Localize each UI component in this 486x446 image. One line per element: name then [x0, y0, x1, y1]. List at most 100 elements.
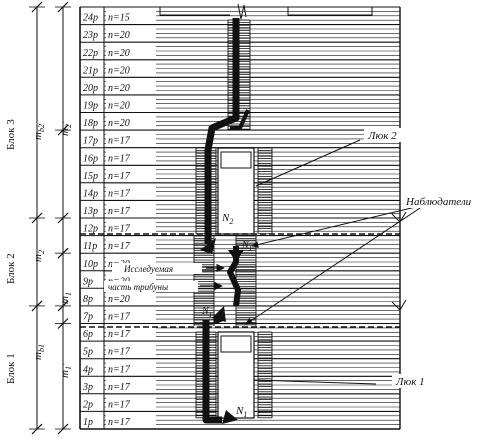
- row-label: 3р: [82, 382, 93, 393]
- top-notch-right: [287, 7, 373, 16]
- row-count-bg: [106, 184, 156, 199]
- dimension-lines: [29, 1, 71, 435]
- studied-label-bg-2: [104, 281, 198, 292]
- row-count-label: n=17: [108, 206, 131, 217]
- row-label: 18р: [83, 118, 98, 129]
- hatch-1: N1: [217, 331, 255, 419]
- row-count-bg: [106, 96, 156, 111]
- node-n1-mid: N1: [241, 240, 252, 253]
- arrowhead-upper: [200, 238, 216, 254]
- row-count-bg: [106, 360, 156, 375]
- row-count-label: n=17: [108, 329, 131, 340]
- row-label: 8р: [83, 294, 93, 305]
- annotation-hatch-1: Люк 1: [253, 374, 440, 388]
- flow-lower-left: [202, 320, 222, 424]
- row-count-bg: [106, 237, 156, 252]
- row-count-bg: [106, 395, 156, 410]
- hatch-2-lid: [220, 151, 252, 169]
- row-count-label: n=17: [108, 399, 131, 410]
- row-count-bg: [106, 79, 156, 93]
- row-count-bg: [106, 343, 156, 357]
- leader-observers-2: [245, 207, 421, 325]
- row-label: 19р: [83, 101, 98, 112]
- arrowhead-middle: [228, 250, 244, 262]
- label-observers: Наблюдатели: [405, 196, 472, 208]
- dimension-labels: mb2 m2 mb1 m2' m1 m1': [32, 122, 73, 378]
- row-label: 16р: [83, 153, 98, 164]
- row-count-bg: [106, 290, 156, 304]
- dim-label-mb1: mb1: [32, 344, 46, 360]
- studied-part: Исследуемая часть трибуны: [80, 233, 400, 328]
- row-label: 24р: [83, 13, 98, 24]
- row-label: 20р: [83, 83, 98, 94]
- row-count-label: n=17: [108, 136, 131, 147]
- row-count-bg: [106, 149, 156, 164]
- row-label: 22р: [83, 48, 98, 59]
- row-label: 5р: [83, 347, 93, 358]
- row-count-label: n=17: [108, 382, 131, 393]
- row-count-label: n=17: [108, 364, 131, 375]
- flow-upper-main: [204, 18, 240, 244]
- block-label-3: Блок 3: [5, 119, 17, 150]
- row-count-label: n=20: [108, 83, 130, 94]
- annotation-hatch-2: Люк 2: [255, 128, 412, 187]
- flow-arrowheads: [200, 238, 244, 424]
- node-n2: N2: [221, 212, 233, 226]
- dim-label-m1: m1: [59, 292, 73, 304]
- flow-paths: [202, 18, 250, 424]
- row-count-bg: [106, 132, 156, 146]
- break-mark-top: [237, 3, 247, 20]
- hatch-2: N2: [217, 147, 255, 235]
- row-count-bg: [106, 413, 156, 427]
- leader-observers-1: [251, 205, 421, 248]
- hatch-1-lid: [220, 335, 252, 353]
- leader-hatch-1: [253, 379, 377, 385]
- row-count-bg: [106, 378, 156, 392]
- row-count-bg: [106, 325, 156, 340]
- annotation-observers: Наблюдатели: [245, 194, 486, 325]
- row-label: 7р: [83, 312, 93, 323]
- row-label: 15р: [83, 171, 98, 182]
- row-count-label: n=17: [108, 224, 131, 235]
- row-label: 2р: [83, 399, 93, 410]
- break-mark-right: [391, 299, 407, 311]
- row-label: 11р: [83, 241, 97, 252]
- row-label: 21р: [83, 65, 98, 76]
- row-count-label: n=17: [108, 153, 131, 164]
- label-bg-hatch-1: [392, 374, 440, 388]
- block-labels: Блок 1 Блок 2 Блок 3: [5, 119, 17, 384]
- row-count-label: n=17: [108, 347, 131, 358]
- row-label: 10р: [83, 259, 98, 270]
- row-count-bg: [106, 61, 156, 76]
- row-count-label: n=17: [108, 171, 131, 182]
- studied-label-bg-1: [112, 263, 202, 274]
- block-label-2: Блок 2: [5, 253, 17, 284]
- row-count-bg: [106, 44, 156, 58]
- dim-label-m2: m2: [32, 250, 46, 262]
- studied-label-line2: часть трибуны: [108, 282, 168, 292]
- label-hatch-1: Люк 1: [395, 376, 425, 388]
- row-count-bg: [106, 9, 156, 23]
- top-notch-left: [159, 7, 230, 16]
- row-label: 12р: [83, 224, 98, 235]
- row-count-label: n=20: [108, 30, 130, 41]
- label-hatch-2: Люк 2: [367, 130, 397, 142]
- arrowhead-lower: [222, 410, 238, 424]
- block-label-1: Блок 1: [5, 353, 17, 384]
- row-count-label: n=17: [108, 188, 131, 199]
- row-count-label: n=20: [108, 118, 130, 129]
- row-count-label: n=20: [108, 65, 130, 76]
- dim-label-m1-prime: m1': [59, 364, 73, 378]
- row-count-bg: [106, 26, 156, 41]
- row-label: 1р: [83, 417, 93, 428]
- dim-label-m2-prime: m2': [59, 122, 73, 136]
- row-count-label: n=17: [108, 241, 131, 252]
- row-label: 4р: [83, 364, 93, 375]
- node-n1: N1: [235, 405, 247, 419]
- row-count-bg: [106, 202, 156, 216]
- row-label: 14р: [83, 188, 98, 199]
- row-count-label: n=20: [108, 294, 130, 305]
